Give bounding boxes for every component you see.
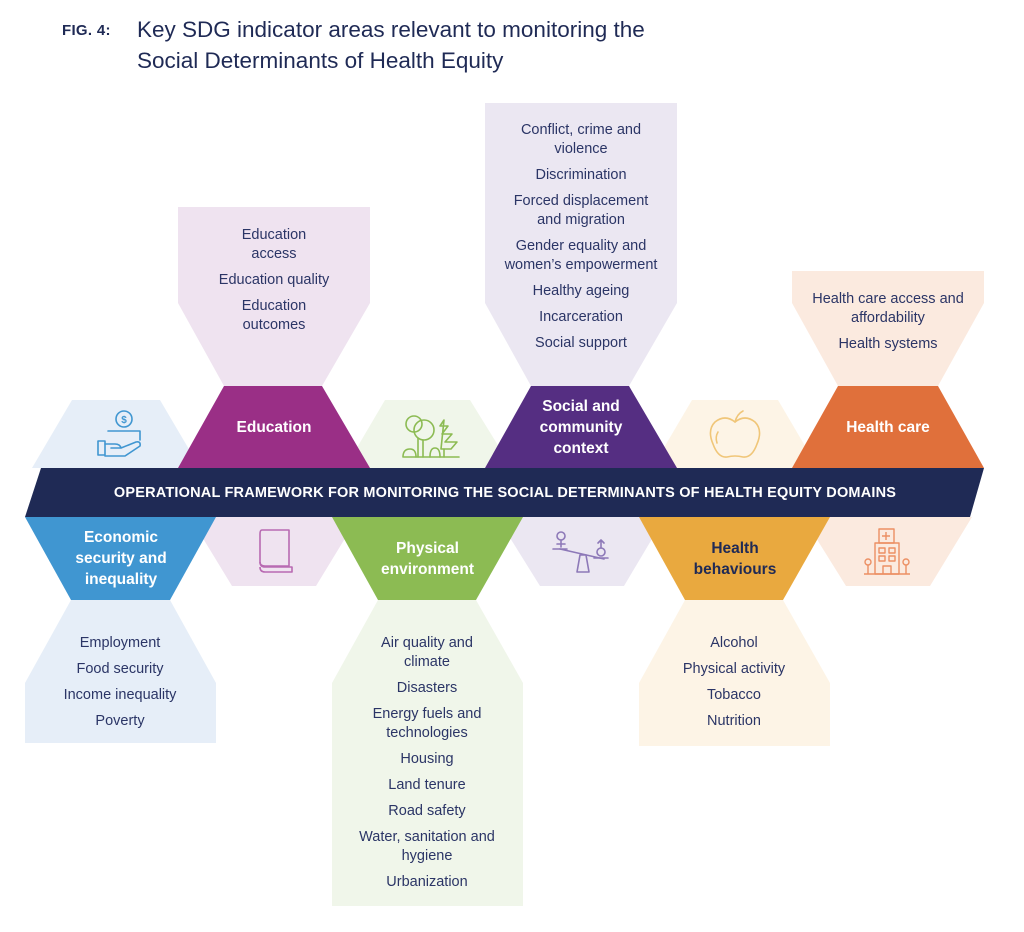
social-hex [485, 386, 677, 468]
indicator: Tobacco [706, 687, 761, 703]
indicator: Employment [79, 635, 161, 651]
indicator: Education quality [218, 272, 330, 288]
behaviours-icon-hex [652, 400, 818, 468]
education-icon-hex [190, 517, 358, 586]
domain-physical: Physical environment [380, 539, 474, 578]
framework-band-title: OPERATIONAL FRAMEWORK FOR MONITORING THE… [113, 484, 897, 501]
indicator: Social support [535, 335, 627, 351]
indicator: Gender equality and women’s empowerment [504, 238, 658, 273]
social-panel [485, 103, 677, 386]
indicator: Health systems [838, 336, 938, 352]
indicator: Road safety [388, 803, 466, 819]
indicator: Physical activity [682, 661, 786, 677]
indicator: Land tenure [388, 777, 466, 793]
social-indicators: Conflict, crime and violence Discriminat… [492, 121, 670, 360]
indicator: Forced displacement and migration [513, 193, 649, 228]
behaviours-hex [639, 517, 830, 600]
svg-text:$: $ [121, 415, 127, 426]
indicator: Health care access and affordability [812, 291, 964, 326]
education-hex [178, 386, 370, 468]
physical-hex [332, 517, 523, 600]
domain-behaviours: Health behaviours [693, 539, 777, 578]
indicator: Poverty [95, 713, 145, 729]
apple-icon [709, 410, 761, 458]
indicator: Healthy ageing [532, 283, 630, 299]
behaviours-panel [639, 600, 830, 746]
education-panel [178, 207, 370, 386]
behaviours-indicators: Alcohol Physical activity Tobacco Nutrit… [649, 634, 819, 738]
figure-label: FIG. 4: [62, 22, 111, 39]
indicator: Urbanization [386, 874, 468, 890]
indicator: Education outcomes [241, 298, 307, 333]
economic-panel [25, 600, 216, 743]
indicator: Nutrition [707, 713, 761, 729]
hospital-icon [864, 528, 910, 575]
figure-title: Key SDG indicator areas relevant to moni… [137, 17, 645, 73]
indicator: Energy fuels and technologies [372, 706, 482, 741]
framework-band [25, 468, 984, 517]
economic-hex [25, 517, 216, 600]
domain-education: Education [236, 418, 312, 436]
hand-coin-icon: $ [97, 410, 141, 457]
indicator: Air quality and climate [381, 635, 473, 670]
book-icon [259, 529, 293, 573]
gender-seesaw-icon [552, 531, 609, 573]
indicator: Water, sanitation and hygiene [359, 829, 495, 864]
physical-indicators: Air quality and climate Disasters Energy… [357, 634, 497, 899]
indicator: Alcohol [710, 635, 758, 651]
indicator: Food security [76, 661, 164, 677]
healthcare-icon-hex [803, 517, 972, 586]
physical-icon-hex [345, 400, 512, 468]
indicator: Education access [241, 227, 307, 262]
domain-economic: Economic security and inequality [75, 529, 167, 588]
physical-panel [332, 600, 523, 906]
economic-indicators: Employment Food security Income inequali… [35, 634, 205, 738]
healthcare-indicators: Health care access and affordability Hea… [812, 290, 964, 361]
domain-healthcare: Health care [846, 418, 930, 436]
indicator: Housing [400, 751, 454, 767]
indicator: Discrimination [535, 167, 627, 183]
education-indicators: Education access Education quality Educa… [218, 226, 330, 342]
domain-social: Social and community context [539, 397, 623, 457]
indicator: Incarceration [539, 309, 623, 325]
healthcare-hex [792, 386, 984, 468]
indicator: Disasters [396, 680, 458, 696]
indicator: Conflict, crime and violence [520, 122, 642, 157]
healthcare-panel [792, 271, 984, 386]
social-icon-hex [497, 517, 665, 586]
trees-icon [402, 415, 460, 458]
economic-icon-hex [32, 400, 200, 468]
indicator: Income inequality [63, 687, 177, 703]
